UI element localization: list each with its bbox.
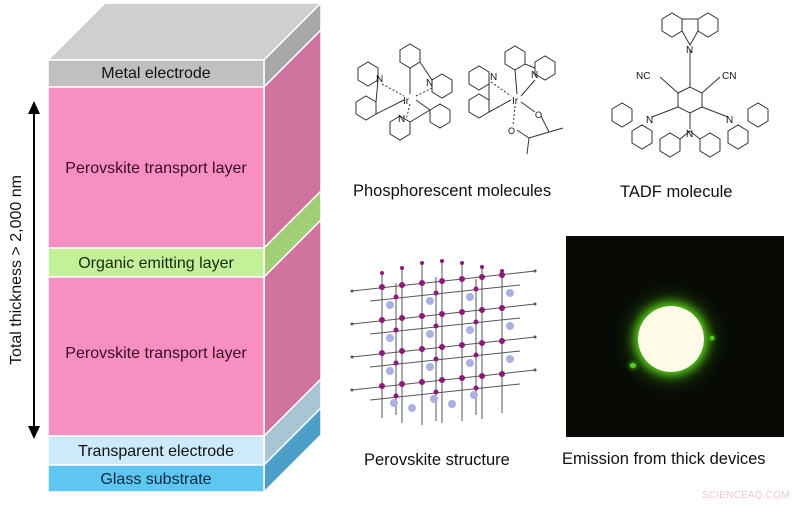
svg-text:O: O [535,110,542,120]
svg-text:N: N [686,129,693,140]
emission-speck [630,363,636,368]
label-perovskite-transport-bottom: Perovskite transport layer [65,345,247,362]
svg-text:N: N [426,78,433,89]
svg-text:N: N [726,115,733,126]
perovskite-lattice-icon [350,259,537,425]
svg-text:N: N [490,72,497,83]
emission-speck [710,336,714,340]
caption-tadf-molecule: TADF molecule [620,183,733,201]
emission-photo [566,236,784,437]
svg-text:Ir: Ir [512,96,519,107]
label-perovskite-transport-top: Perovskite transport layer [65,160,247,177]
svg-text:Ir: Ir [403,96,410,107]
watermark: SCIENCEAQ.COM [702,490,790,501]
front-transparent-electrode [47,435,265,466]
svg-text:CN: CN [722,71,736,82]
ir-ppy2-acac-structure-icon: Ir N N O O [468,45,564,155]
phosphorescent-molecules-panel: N N Ir N Ir N N O O Phosphorescent molec… [340,30,580,210]
emission-panel: Emission from thick devices [560,230,800,480]
label-transparent-electrode: Transparent electrode [78,443,234,460]
svg-text:O: O [508,126,515,136]
svg-text:NC: NC [636,71,650,82]
caption-perovskite-structure: Perovskite structure [364,451,510,469]
label-glass-substrate: Glass substrate [100,471,212,488]
caption-phosphorescent-molecules: Phosphorescent molecules [353,182,552,200]
label-metal-electrode: Metal electrode [101,65,211,82]
tadf-structure-icon: N NC CN N N N [611,12,769,158]
label-organic-emitting: Organic emitting layer [78,255,234,272]
thickness-arrow-icon [28,101,40,439]
thickness-label: Total thickness > 2,000 nm [8,175,25,365]
front-glass-substrate [47,464,265,493]
ir-ppy3-structure-icon: N N Ir N [355,43,453,141]
svg-text:N: N [376,74,383,85]
front-perovskite-bottom [47,276,265,437]
emission-glow [638,306,704,372]
svg-text:N: N [646,115,653,126]
perovskite-structure-panel: Perovskite structure [340,250,560,480]
tadf-molecule-panel: N NC CN N N N TADF molecule [595,0,800,210]
device-stack-diagram: Metal electrode Perovskite transport lay… [0,0,330,507]
svg-text:N: N [686,45,693,56]
caption-emission-thick-devices: Emission from thick devices [562,450,766,468]
svg-text:N: N [398,114,405,125]
svg-text:N: N [531,70,538,81]
device-stack-cube [28,1,323,494]
